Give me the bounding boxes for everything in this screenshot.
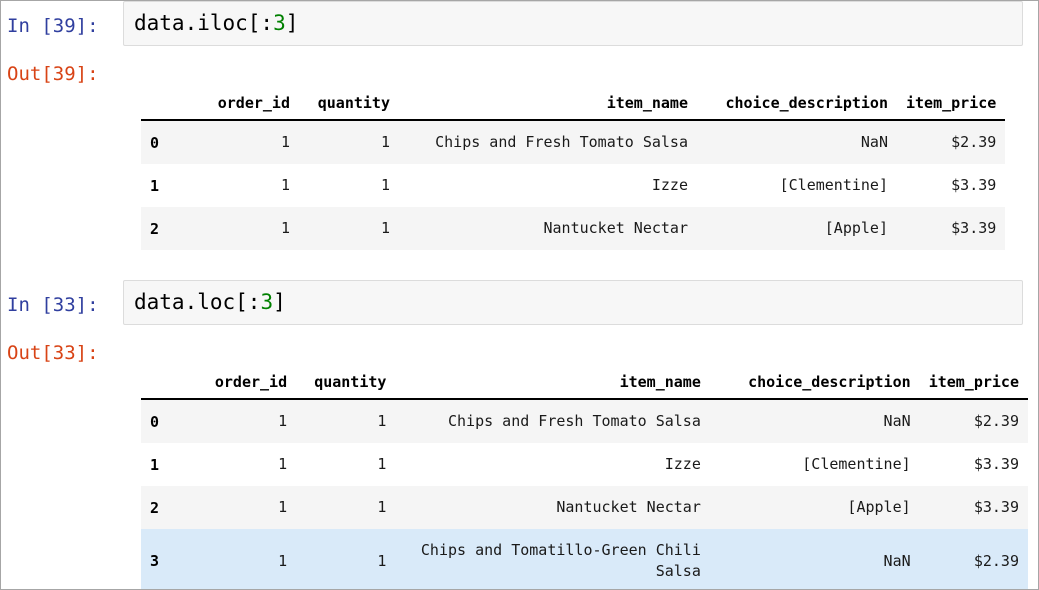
output-area-2: Out[33]: order_id: [1, 333, 1038, 589]
notebook-cell-1: In [39]: data.iloc[:3] Out[39]:: [1, 1, 1038, 250]
code-input-area-2[interactable]: data.loc[:3]: [123, 280, 1023, 325]
dataframe-table-2: order_id quantity item_name choice_descr…: [141, 367, 1028, 589]
column-header-order-id: order_id: [200, 367, 297, 400]
notebook-cell-2: In [33]: data.loc[:3] Out[33]:: [1, 280, 1038, 589]
cell-choice-description: [Clementine]: [697, 164, 897, 207]
cell-order-id: 1: [200, 443, 297, 486]
column-header-choice-description: choice_description: [709, 367, 920, 400]
input-prompt-label-2: In [33]:: [7, 294, 99, 316]
cell-choice-description: [Clementine]: [709, 443, 920, 486]
code-token-number-1: 3: [273, 11, 286, 35]
column-header-quantity: quantity: [299, 88, 399, 121]
code-token-suffix-2: ]: [273, 290, 286, 314]
output-prompt-label-2: Out[33]:: [7, 342, 99, 364]
dataframe-wrapper-2: order_id quantity item_name choice_descr…: [1, 367, 1038, 589]
input-row-2: In [33]: data.loc[:3]: [1, 280, 1038, 325]
column-header-index: [141, 88, 203, 121]
cell-choice-description: NaN: [709, 399, 920, 443]
table-row-highlighted: 3 1 1 Chips and Tomatillo-Green Chili Sa…: [141, 529, 1028, 589]
row-index: 0: [141, 120, 203, 164]
cell-order-id: 1: [200, 529, 297, 589]
row-index: 3: [141, 529, 201, 589]
cell-item-price: $3.39: [897, 164, 1006, 207]
row-index: 1: [141, 164, 203, 207]
cell-order-id: 1: [200, 486, 297, 529]
row-index: 2: [141, 207, 203, 250]
cell-item-price: $2.39: [919, 529, 1028, 589]
code-token-number-2: 3: [260, 290, 274, 314]
table-row: 1 1 1 Izze [Clementine] $3.39: [141, 443, 1028, 486]
cell-choice-description: NaN: [697, 120, 897, 164]
table-row: 1 1 1 Izze [Clementine] $3.39: [141, 164, 1006, 207]
table-row: 2 1 1 Nantucket Nectar [Apple] $3.39: [141, 207, 1006, 250]
cell-order-id: 1: [203, 164, 299, 207]
code-input-area-1[interactable]: data.iloc[:3]: [123, 1, 1023, 46]
header-row: order_id quantity item_name choice_descr…: [141, 367, 1028, 400]
row-index: 1: [141, 443, 201, 486]
cell-item-name: Nantucket Nectar: [395, 486, 710, 529]
cell-choice-description: [Apple]: [709, 486, 920, 529]
column-header-quantity: quantity: [296, 367, 396, 400]
input-prompt-label-1: In [39]:: [7, 15, 99, 37]
cell-quantity: 1: [296, 486, 396, 529]
code-token-prefix-2: data.loc[:: [134, 290, 261, 314]
cell-quantity: 1: [299, 164, 399, 207]
input-row-1: In [39]: data.iloc[:3]: [1, 1, 1038, 46]
column-header-choice-description: choice_description: [697, 88, 897, 121]
table-row: 0 1 1 Chips and Fresh Tomato Salsa NaN $…: [141, 120, 1006, 164]
column-header-index: [141, 367, 201, 400]
cell-item-name: Izze: [395, 443, 710, 486]
output-prompt-label-1: Out[39]:: [7, 63, 99, 85]
row-index: 2: [141, 486, 201, 529]
row-index: 0: [141, 399, 201, 443]
column-header-item-price: item_price: [919, 367, 1028, 400]
dataframe-header-1: order_id quantity item_name choice_descr…: [141, 88, 1006, 121]
cell-item-price: $2.39: [919, 399, 1028, 443]
dataframe-header-2: order_id quantity item_name choice_descr…: [141, 367, 1028, 400]
cell-item-price: $3.39: [919, 486, 1028, 529]
cell-quantity: 1: [296, 399, 396, 443]
cell-choice-description: [Apple]: [697, 207, 897, 250]
dataframe-table-1: order_id quantity item_name choice_descr…: [141, 88, 1006, 250]
cell-quantity: 1: [299, 207, 399, 250]
cell-quantity: 1: [299, 120, 399, 164]
cell-item-name: Chips and Fresh Tomato Salsa: [395, 399, 710, 443]
cell-item-price: $3.39: [919, 443, 1028, 486]
column-header-item-price: item_price: [897, 88, 1006, 121]
dataframe-body-2: 0 1 1 Chips and Fresh Tomato Salsa NaN $…: [141, 399, 1028, 589]
code-token-suffix-1: ]: [285, 11, 299, 35]
dataframe-wrapper-1: order_id quantity item_name choice_descr…: [1, 88, 1038, 250]
code-token-prefix-1: data.iloc[:: [134, 11, 274, 35]
cell-quantity: 1: [296, 529, 396, 589]
table-row: 2 1 1 Nantucket Nectar [Apple] $3.39: [141, 486, 1028, 529]
cell-item-price: $2.39: [897, 120, 1006, 164]
cell-order-id: 1: [203, 207, 299, 250]
cell-order-id: 1: [203, 120, 299, 164]
cell-item-name: Izze: [399, 164, 697, 207]
header-row: order_id quantity item_name choice_descr…: [141, 88, 1006, 121]
column-header-order-id: order_id: [203, 88, 299, 121]
cell-quantity: 1: [296, 443, 396, 486]
column-header-item-name: item_name: [399, 88, 697, 121]
cell-choice-description: NaN: [709, 529, 920, 589]
code-line-1: data.iloc[:3]: [134, 10, 1012, 36]
output-area-1: Out[39]: order_id: [1, 54, 1038, 250]
cell-order-id: 1: [200, 399, 297, 443]
table-row: 0 1 1 Chips and Fresh Tomato Salsa NaN $…: [141, 399, 1028, 443]
cell-item-price: $3.39: [897, 207, 1006, 250]
cell-item-name: Chips and Fresh Tomato Salsa: [399, 120, 697, 164]
dataframe-body-1: 0 1 1 Chips and Fresh Tomato Salsa NaN $…: [141, 120, 1006, 250]
code-line-2: data.loc[:3]: [134, 289, 1012, 315]
cell-item-name: Chips and Tomatillo-Green Chili Salsa: [395, 529, 710, 589]
cell-item-name: Nantucket Nectar: [399, 207, 697, 250]
column-header-item-name: item_name: [395, 367, 710, 400]
